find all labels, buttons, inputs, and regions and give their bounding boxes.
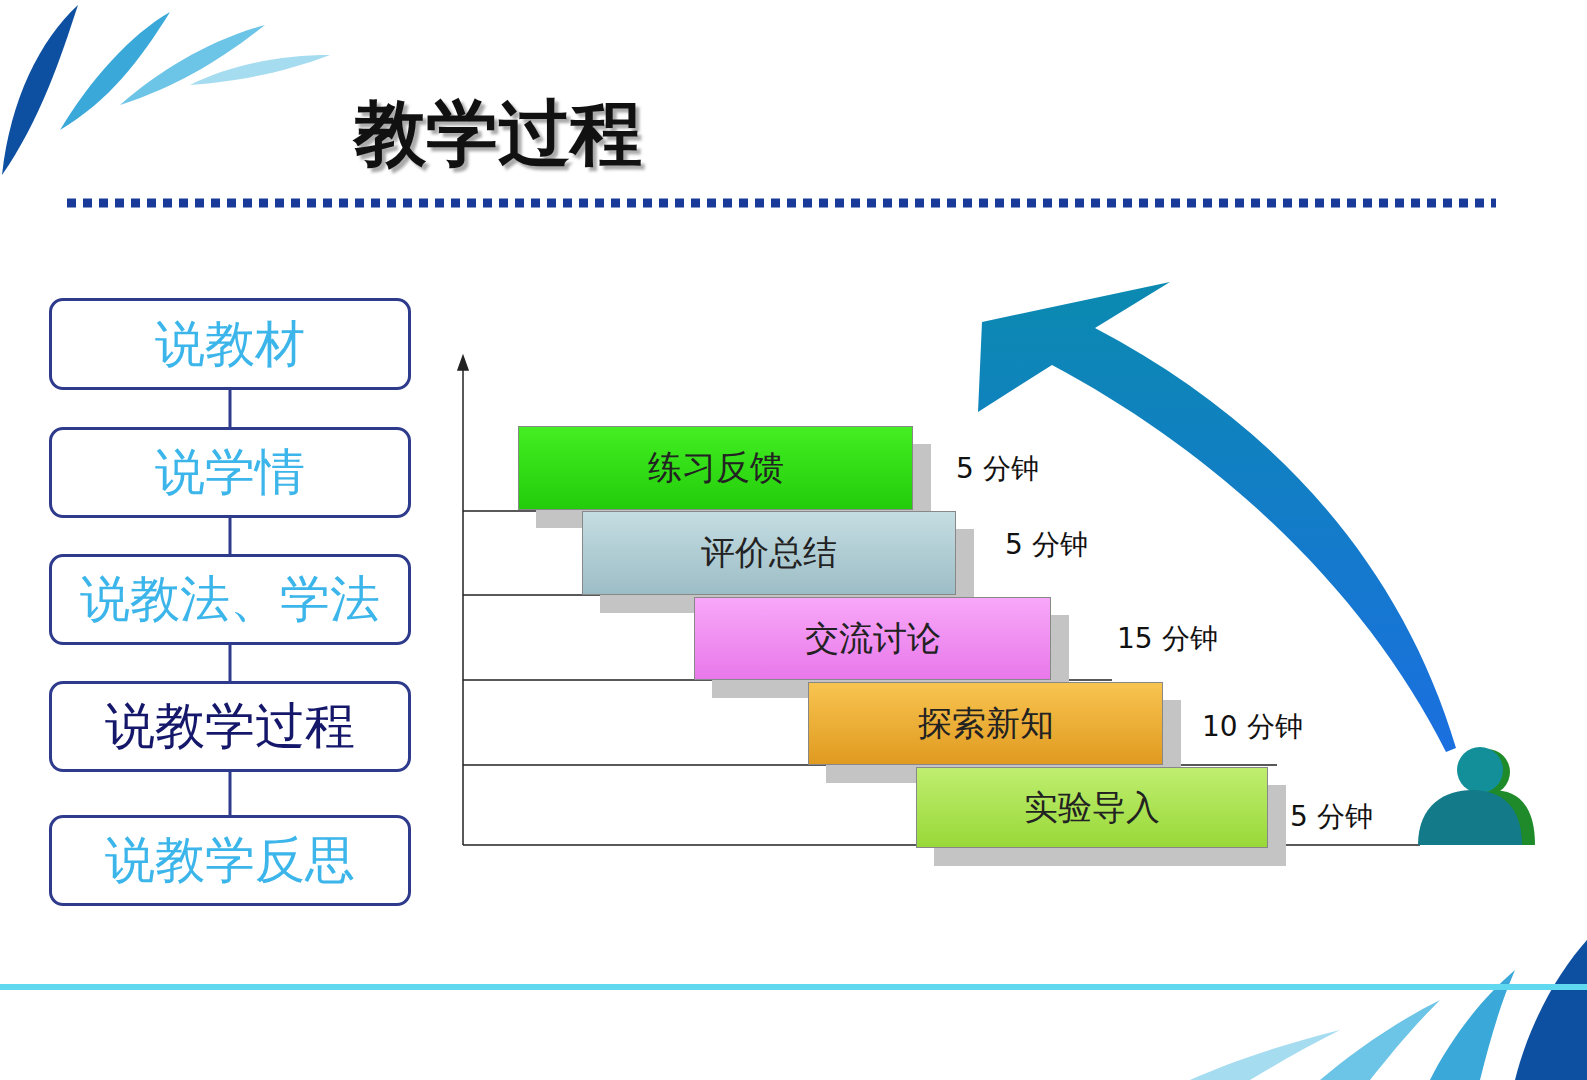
stage-bar: 交流讨论 — [694, 597, 1051, 680]
nav-box: 说教学反思 — [49, 815, 411, 906]
box-text: 说教法、学法 — [80, 566, 380, 633]
duration-label: 10 分钟 — [1202, 708, 1303, 746]
stage-bar: 实验导入 — [916, 767, 1268, 848]
box-text: 探索新知 — [918, 701, 1054, 747]
person-icon — [1418, 747, 1535, 845]
duration-label: 5 分钟 — [956, 450, 1039, 488]
stage-bar: 评价总结 — [582, 511, 956, 595]
box-text: 实验导入 — [1024, 785, 1160, 831]
dotted-rule — [67, 199, 1496, 208]
leaf-decoration — [2, 5, 1587, 1080]
connector-line — [230, 645, 231, 681]
nav-box: 说学情 — [49, 427, 411, 518]
nav-box: 说教学过程 — [49, 681, 411, 772]
box-text: 交流讨论 — [805, 616, 941, 662]
box-text: 练习反馈 — [648, 445, 784, 491]
connector-line — [230, 518, 231, 554]
box-text: 说教材 — [155, 311, 305, 378]
nav-box: 说教法、学法 — [49, 554, 411, 645]
stage-bar: 探索新知 — [808, 682, 1163, 765]
stage-bar: 练习反馈 — [518, 426, 913, 510]
duration-label: 5 分钟 — [1005, 526, 1088, 564]
box-text: 说教学反思 — [105, 827, 355, 894]
duration-label: 5 分钟 — [1290, 798, 1373, 836]
box-text: 评价总结 — [701, 530, 837, 576]
connector-line — [230, 772, 231, 815]
slide-title: 教学过程 — [354, 86, 642, 182]
connector-line — [230, 390, 231, 427]
nav-box: 说教材 — [49, 298, 411, 390]
box-text: 说学情 — [155, 439, 305, 506]
box-text: 说教学过程 — [105, 693, 355, 760]
footer-rule — [0, 984, 1587, 990]
duration-label: 15 分钟 — [1117, 620, 1218, 658]
